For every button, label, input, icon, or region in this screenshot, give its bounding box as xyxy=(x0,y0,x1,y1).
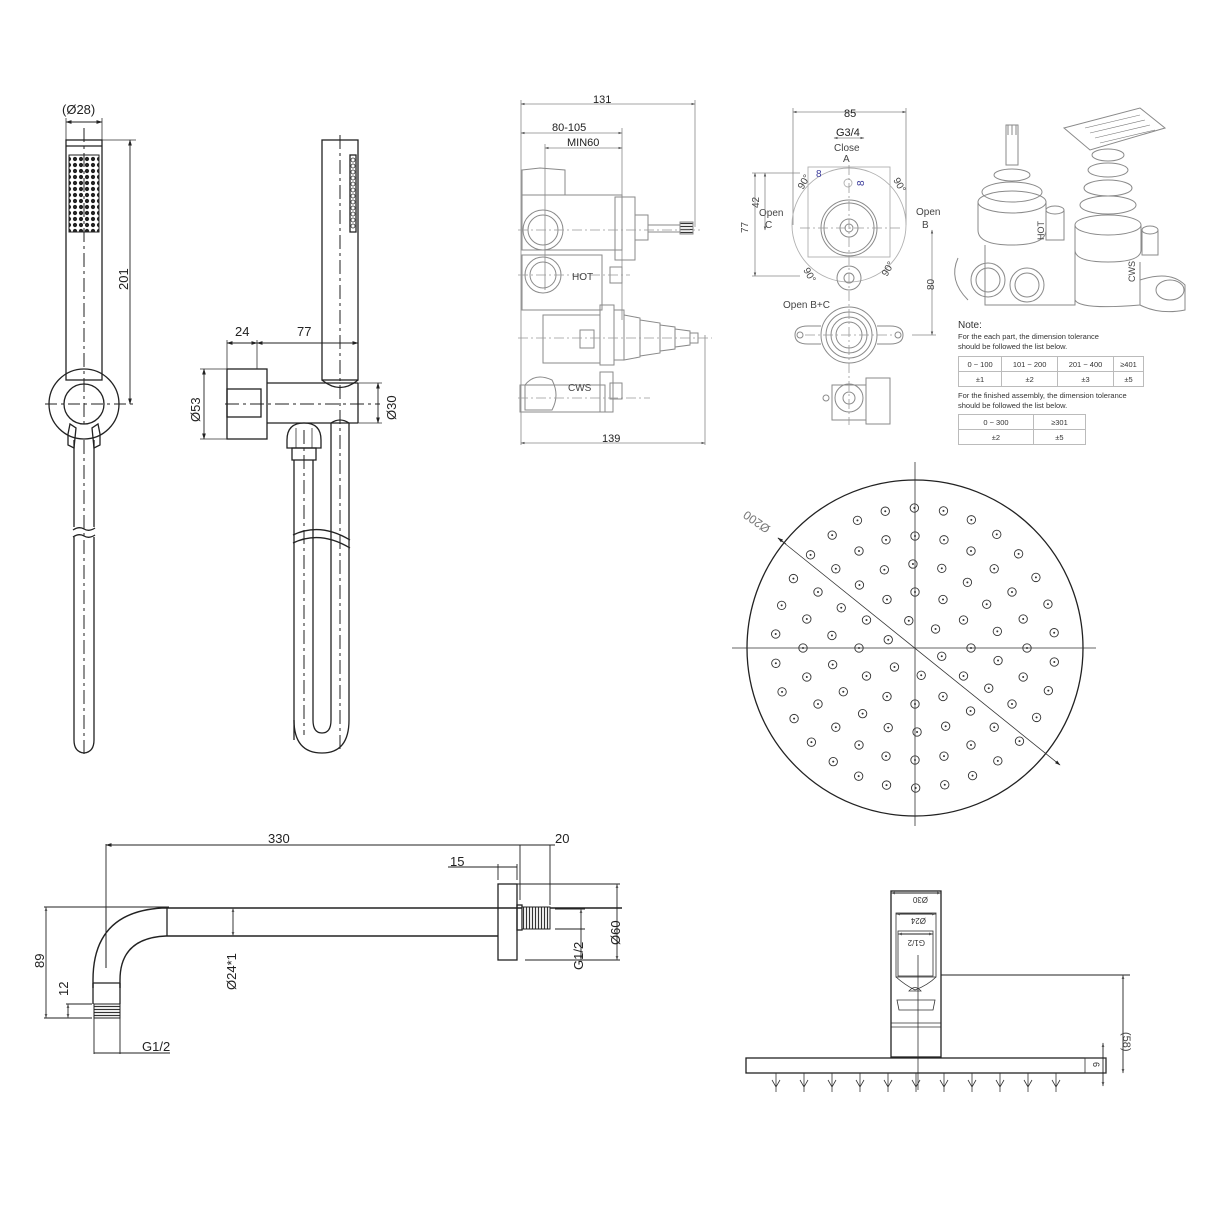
mixer-depth-range-label: 80-105 xyxy=(552,122,586,134)
bottom-thread-label: G1/2 xyxy=(142,1039,170,1054)
spacing-80-label: 80 xyxy=(926,278,937,290)
small-dim-label-h: 8 xyxy=(816,169,822,180)
mixer-width-label: 85 xyxy=(844,108,856,120)
part-tolerance-cell: ±5 xyxy=(1112,371,1145,387)
shower-arm-side-view: 330 20 15 Ø24*1 G1/2 Ø60 xyxy=(32,831,623,1054)
nozzle-pattern xyxy=(771,503,1059,793)
small-dim-label-v: 8 xyxy=(856,180,867,186)
outlet-diameter-label: Ø30 xyxy=(384,395,399,420)
part-range-cell: 0 ~ 100 xyxy=(957,356,1003,372)
inner-diameter-label: Ø24 xyxy=(910,916,926,925)
mixer-isometric-view xyxy=(954,107,1186,313)
note-part-text-2: should be followed the list below. xyxy=(958,342,1068,351)
mixer-overall-bottom-label: 139 xyxy=(602,433,620,445)
part-tolerance-cell: ±1 xyxy=(957,371,1003,387)
arm-height-label: 89 xyxy=(32,954,47,968)
iso-cws-label: CWS xyxy=(1127,261,1137,282)
mixer-side-view: 131 80-105 MIN60 139 xyxy=(518,94,712,445)
part-tolerance-table: 0 ~ 100 101 ~ 200 201 ~ 400 ≥401 ±1 ±2 ±… xyxy=(957,356,1145,387)
hand-shower-length-label: 201 xyxy=(116,268,131,290)
open-bc-label: Open B+C xyxy=(783,300,830,311)
arm-diameter-label: Ø24*1 xyxy=(224,953,239,990)
wall-thread-label: G1/2 xyxy=(571,942,586,970)
part-tolerance-cell: ±3 xyxy=(1057,371,1114,387)
shower-head-side-view: Ø30 Ø24 G1/2 (58) 6 xyxy=(745,890,1132,1092)
head-height-label: (58) xyxy=(1120,1032,1132,1052)
flange-diameter-label: Ø53 xyxy=(188,397,203,422)
height-77-label: 77 xyxy=(740,221,751,233)
bracket-depth-label: 24 xyxy=(235,324,249,339)
part-range-cell: 201 ~ 400 xyxy=(1057,356,1114,372)
assembly-range-cell: ≥301 xyxy=(1032,414,1087,430)
part-range-cell: ≥401 xyxy=(1112,356,1145,372)
angle-label-tl: 90° xyxy=(796,173,813,192)
arm-length-label: 330 xyxy=(268,831,290,846)
head-thread-label: G1/2 xyxy=(907,938,925,947)
outer-diameter-label: Ø30 xyxy=(912,895,928,904)
part-range-cell: 101 ~ 200 xyxy=(1001,356,1059,372)
open-c-label: Open xyxy=(759,208,783,219)
open-b-label: Open xyxy=(916,207,940,218)
note-assembly-text-2: should be followed the list below. xyxy=(958,401,1068,410)
bracket-offset-label: 77 xyxy=(297,324,311,339)
mixer-hot-label: HOT xyxy=(572,272,593,283)
close-label: Close xyxy=(834,143,860,154)
angle-label-tr: 90° xyxy=(890,176,907,195)
flange-depth-label: 15 xyxy=(450,854,464,869)
thread-length-label: 20 xyxy=(555,831,569,846)
thread-height-label: 12 xyxy=(56,982,71,996)
tolerance-note: Note: For the each part, the dimension t… xyxy=(957,320,1168,445)
iso-hot-label: HOT xyxy=(1036,221,1046,241)
hand-shower-front-view: (Ø28) 201 xyxy=(45,102,136,757)
shower-head-top-view xyxy=(732,462,1096,826)
flange-diameter-label: Ø60 xyxy=(608,920,623,945)
mixer-min-depth-label: MIN60 xyxy=(567,137,599,149)
height-42-label: 42 xyxy=(751,196,762,208)
note-assembly-text-1: For the finished assembly, the dimension… xyxy=(958,391,1127,400)
assembly-tolerance-cell: ±5 xyxy=(1032,429,1087,445)
assembly-range-cell: 0 ~ 300 xyxy=(958,414,1034,430)
angle-label-br: 90° xyxy=(880,260,897,279)
assembly-tolerance-table: 0 ~ 300 ≥301 ±2 ±5 xyxy=(958,414,1087,445)
note-part-text-1: For the each part, the dimension toleran… xyxy=(958,332,1099,341)
part-tolerance-cell: ±2 xyxy=(1001,371,1059,387)
mixer-front-view: 85 G3/4 Close A xyxy=(740,108,940,425)
mixer-overall-top-label: 131 xyxy=(593,94,611,106)
hand-shower-diameter-label: (Ø28) xyxy=(62,102,95,117)
port-a-label: A xyxy=(843,154,850,165)
head-thickness-label: 6 xyxy=(1091,1062,1101,1067)
assembly-tolerance-cell: ±2 xyxy=(958,429,1034,445)
port-b-label: B xyxy=(922,220,929,231)
angle-label-bl: 90° xyxy=(800,266,817,285)
shower-head-diameter-label: Ø200 xyxy=(740,508,772,536)
note-title: Note: xyxy=(958,320,982,331)
port-c-label: C xyxy=(765,220,772,231)
mixer-cws-label: CWS xyxy=(568,383,592,394)
mixer-inlet-label: G3/4 xyxy=(836,127,860,139)
hand-shower-side-view: 24 77 Ø53 Ø30 xyxy=(188,135,399,754)
